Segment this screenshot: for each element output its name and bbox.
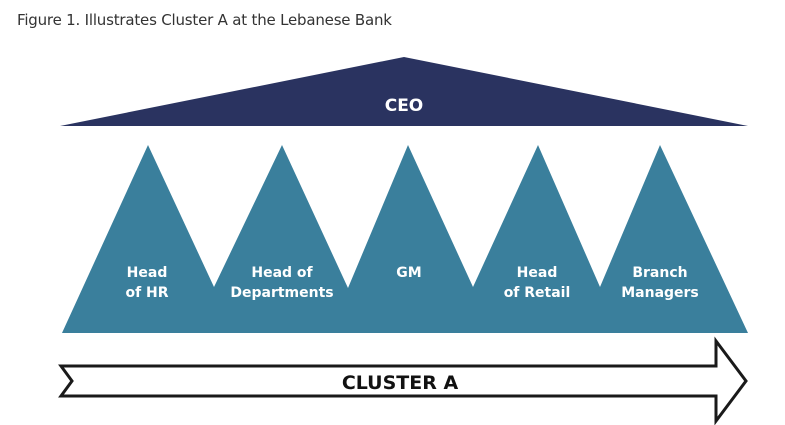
role-line2: of Retail bbox=[504, 285, 571, 301]
role-line1: Head bbox=[517, 265, 558, 281]
cluster-label: CLUSTER A bbox=[342, 372, 459, 394]
cluster-arrow bbox=[58, 336, 748, 425]
role-line2: Departments bbox=[230, 285, 333, 301]
ceo-label: CEO bbox=[385, 96, 424, 116]
role-line2: of HR bbox=[125, 285, 168, 301]
figure-caption: Figure 1. Illustrates Cluster A at the L… bbox=[17, 11, 392, 29]
role-line1: GM bbox=[396, 265, 421, 281]
role-line2: Managers bbox=[621, 285, 699, 301]
role-line1: Head of bbox=[251, 265, 313, 281]
roles-mountains bbox=[62, 145, 748, 333]
role-gm: GM bbox=[396, 265, 421, 281]
role-line1: Head bbox=[127, 265, 168, 281]
ceo-roof bbox=[60, 57, 748, 126]
role-branch-managers: Branch Managers bbox=[621, 265, 699, 301]
role-head-of-departments: Head of Departments bbox=[230, 265, 333, 301]
role-head-of-retail: Head of Retail bbox=[504, 265, 571, 301]
role-head-of-hr: Head of HR bbox=[125, 265, 168, 301]
role-line1: Branch bbox=[632, 265, 687, 281]
